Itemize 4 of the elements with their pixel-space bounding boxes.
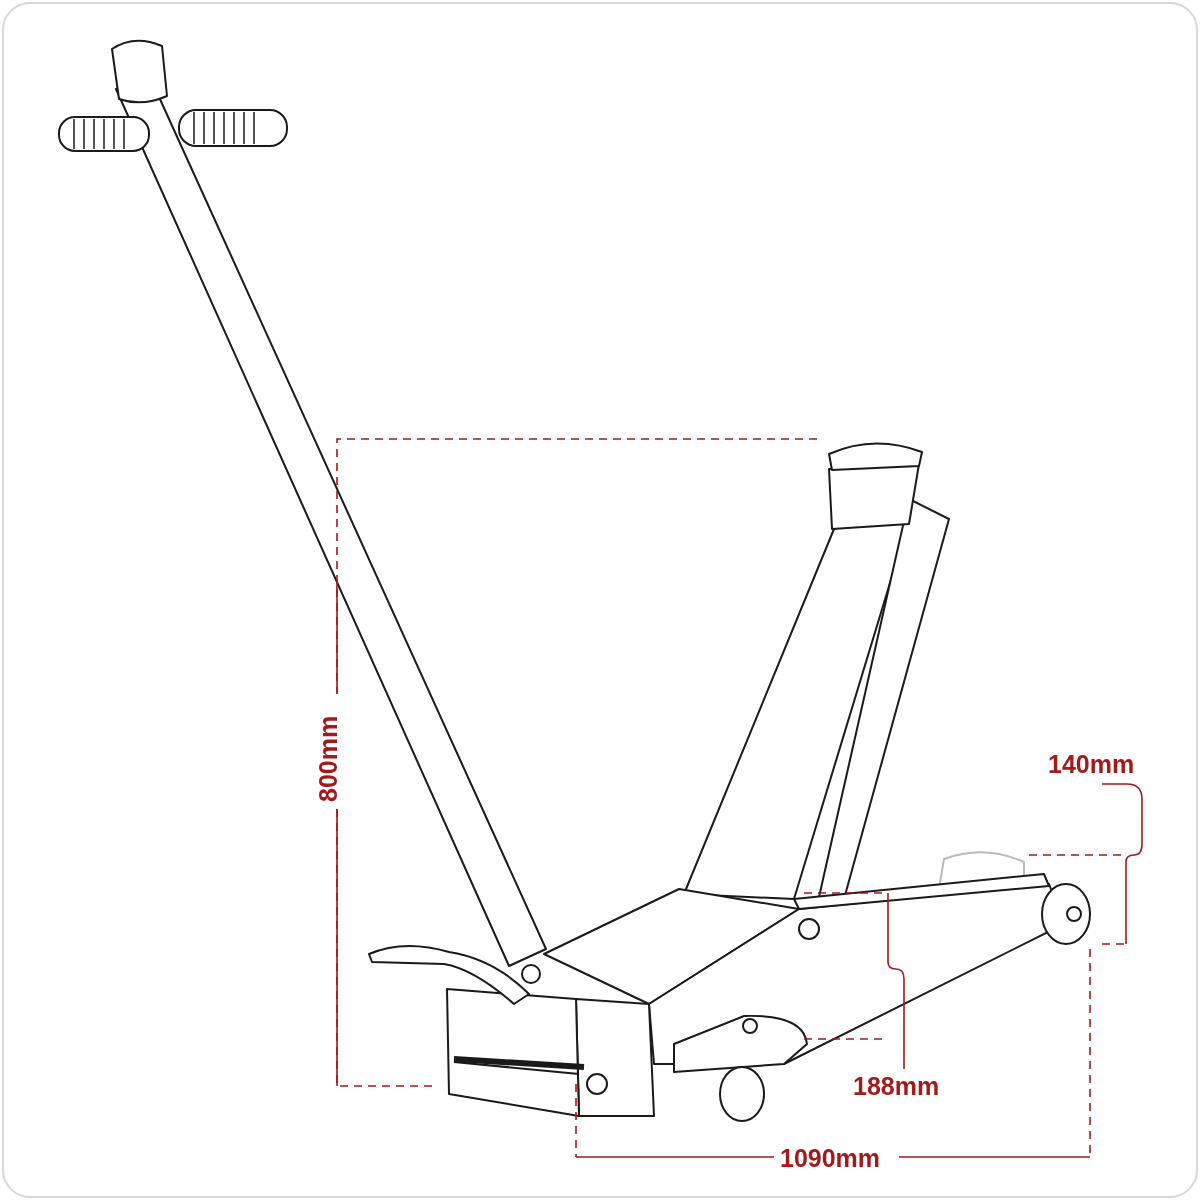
dimension-label: 1090mm [780, 1146, 881, 1171]
dimension-label: 800mm [316, 715, 341, 802]
dimension-label: 140mm [1048, 752, 1135, 777]
dimension-label: 188mm [853, 1074, 940, 1099]
